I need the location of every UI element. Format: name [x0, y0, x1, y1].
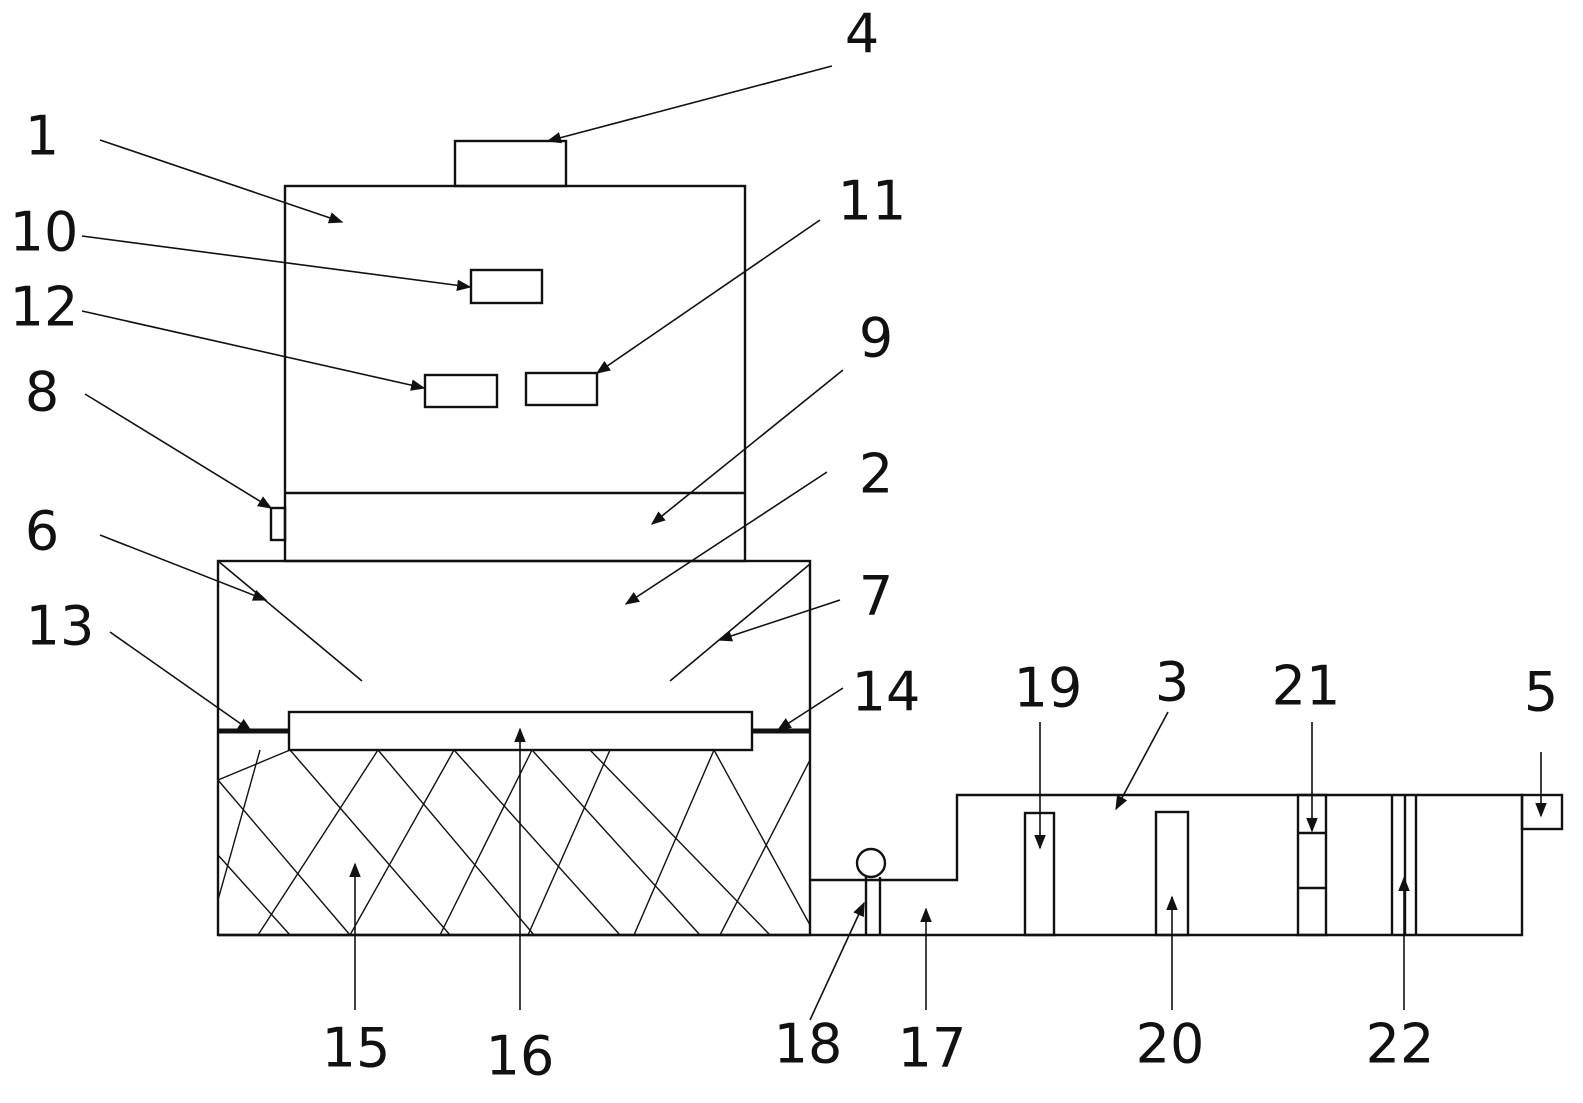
middle-chamber — [216, 559, 812, 937]
label-3: 3 — [1155, 651, 1189, 714]
part-labels: 4 1 10 11 12 9 8 2 6 7 13 14 19 3 21 5 1… — [10, 3, 1559, 1088]
label-15: 15 — [322, 1017, 391, 1080]
outlet-box — [1520, 793, 1564, 831]
valve-ball — [855, 847, 887, 879]
hatched-base — [217, 749, 811, 936]
side-block — [269, 506, 287, 542]
label-14: 14 — [852, 661, 921, 724]
label-10: 10 — [10, 201, 79, 264]
label-7: 7 — [859, 565, 893, 628]
component-10-box — [469, 268, 544, 305]
label-2: 2 — [859, 443, 893, 506]
label-16: 16 — [486, 1025, 555, 1088]
leader-lines — [81, 65, 1547, 1021]
label-21: 21 — [1272, 655, 1341, 718]
label-11: 11 — [838, 170, 907, 233]
label-19: 19 — [1014, 657, 1083, 720]
label-4: 4 — [845, 3, 879, 66]
component-11-box — [524, 371, 599, 407]
label-22: 22 — [1366, 1013, 1435, 1076]
component-12-box — [423, 373, 499, 409]
right-diagonal — [669, 563, 811, 682]
label-20: 20 — [1136, 1013, 1205, 1076]
label-6: 6 — [25, 500, 59, 563]
label-18: 18 — [774, 1013, 843, 1076]
label-8: 8 — [25, 361, 59, 424]
label-12: 12 — [10, 276, 79, 339]
label-1: 1 — [25, 105, 59, 168]
top-block — [453, 139, 568, 188]
left-diagonal — [217, 560, 363, 682]
label-9: 9 — [859, 307, 893, 370]
label-17: 17 — [898, 1017, 967, 1080]
label-13: 13 — [26, 595, 95, 658]
label-5: 5 — [1524, 661, 1558, 724]
